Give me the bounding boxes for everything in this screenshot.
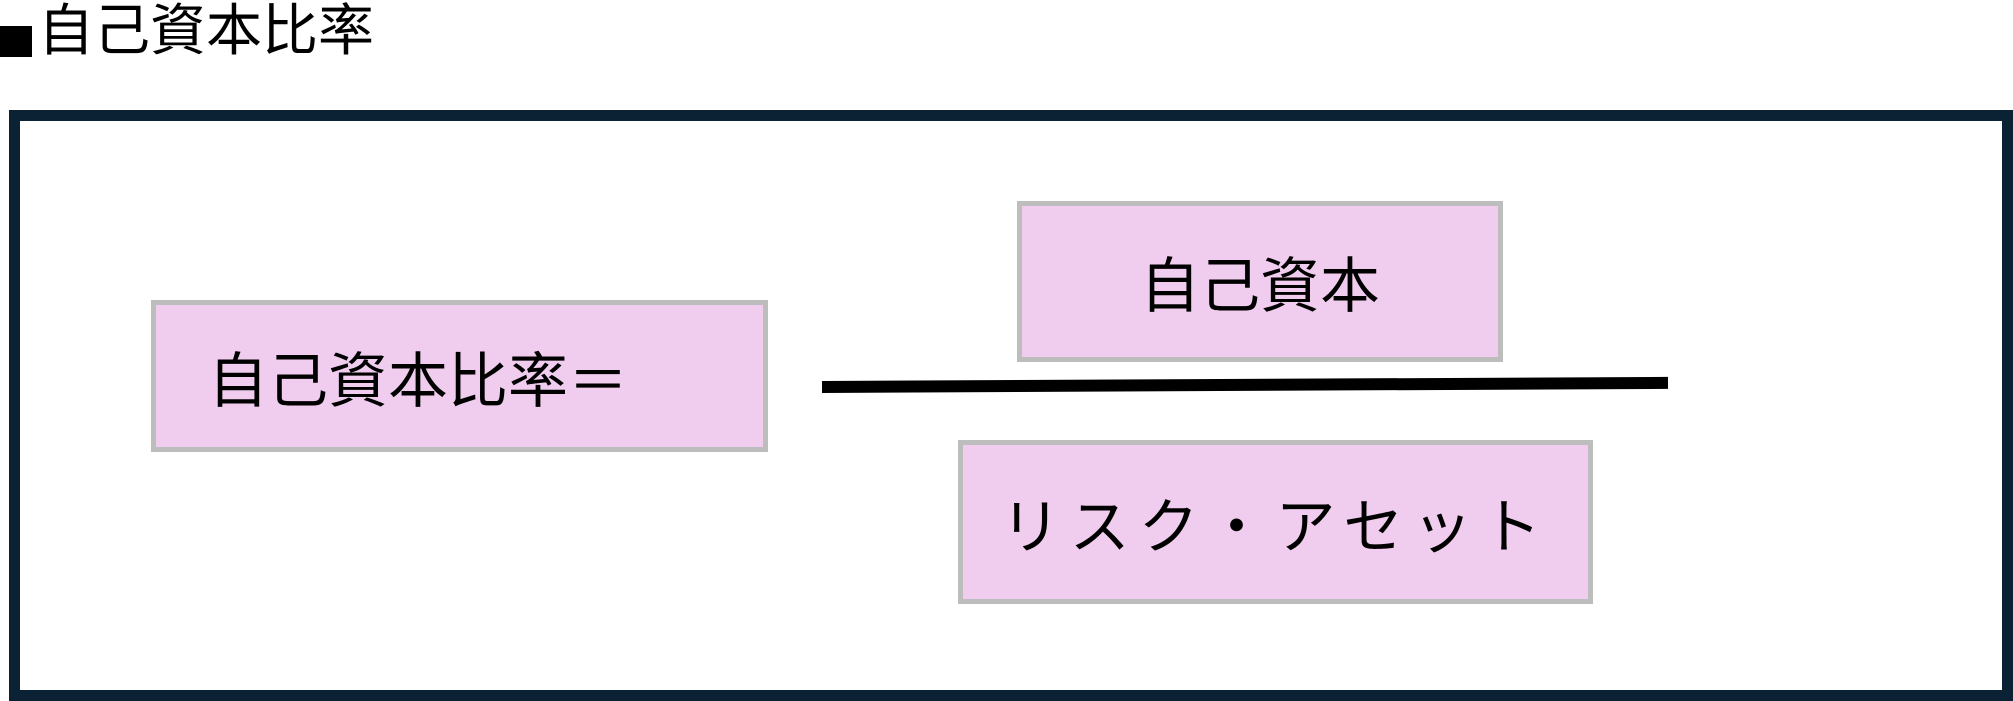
square-bullet-icon (0, 25, 32, 57)
heading-text: 自己資本比率 (38, 0, 374, 64)
formula-lhs-box: 自己資本比率＝ (151, 300, 768, 452)
numerator-box: 自己資本 (1017, 201, 1503, 362)
section-heading: 自己資本比率 (0, 0, 374, 64)
numerator-text: 自己資本 (1140, 252, 1380, 322)
denominator-text: リスク・アセット (1000, 492, 1551, 563)
formula-lhs-text: 自己資本比率＝ (208, 346, 628, 417)
formula-frame (9, 110, 2013, 701)
denominator-box: リスク・アセット (958, 440, 1593, 604)
